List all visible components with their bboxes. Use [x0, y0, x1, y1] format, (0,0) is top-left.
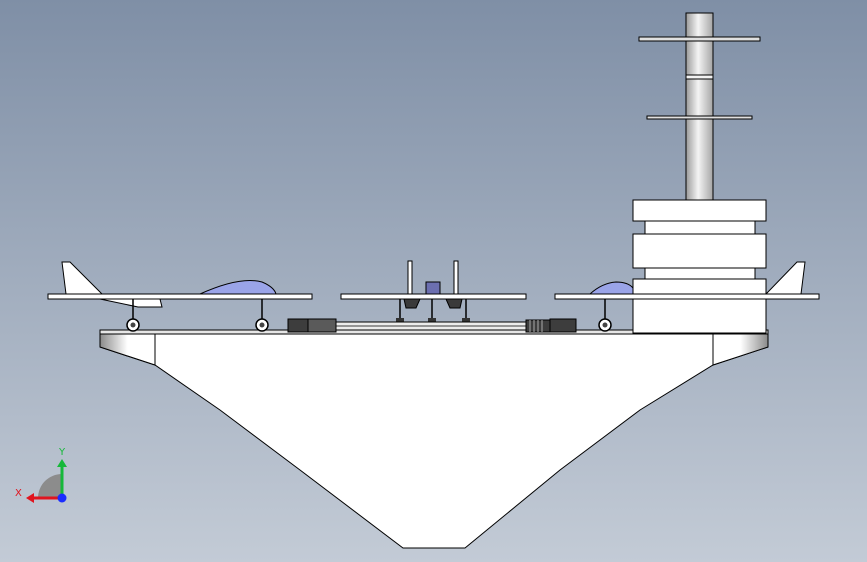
carrier-island — [632, 199, 767, 334]
jet-left — [47, 261, 313, 332]
y-axis-label: Y — [58, 447, 66, 458]
triad-plane-shade — [38, 474, 62, 498]
x-axis-label: X — [15, 488, 22, 499]
jet-right — [554, 261, 820, 332]
axis-triad[interactable]: X Y — [15, 447, 67, 503]
z-axis-dot — [57, 493, 67, 503]
radar-mast — [638, 12, 761, 201]
deck-catapult — [287, 318, 577, 333]
carrier-hull — [99, 332, 769, 549]
